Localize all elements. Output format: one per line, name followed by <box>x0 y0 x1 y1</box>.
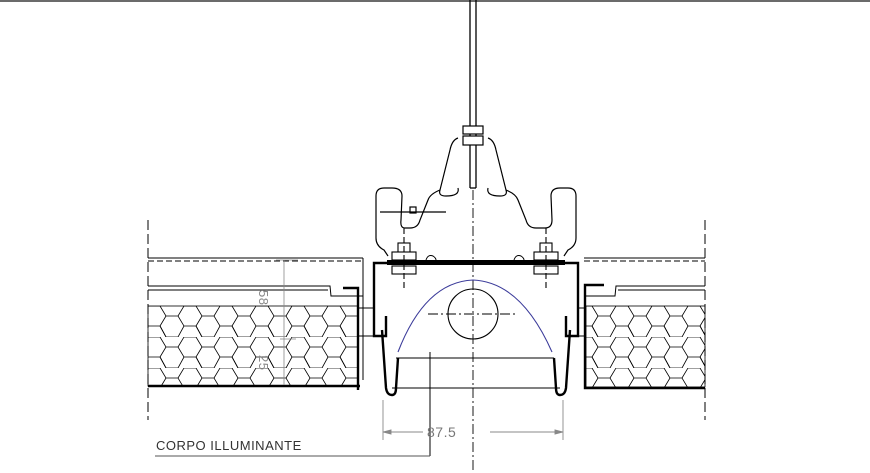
mounting-plate <box>387 260 565 265</box>
horizontal-dimension <box>382 400 564 440</box>
bolt-right <box>533 228 559 290</box>
ceiling-panel-left <box>147 220 374 420</box>
fixture-width-dimension: 87.5 <box>427 424 457 440</box>
reflector-curve <box>397 279 553 353</box>
leader-line <box>155 352 431 457</box>
threaded-rod <box>462 0 484 189</box>
panel-dimension-lower: 25 <box>256 355 271 371</box>
hanger-bracket <box>375 137 577 257</box>
bolt-left <box>391 228 417 290</box>
ceiling-panel-right <box>578 220 706 420</box>
light-body-label: CORPO ILLUMINANTE <box>156 438 302 453</box>
vertical-dimension <box>276 259 298 385</box>
panel-dimension-upper: 58 <box>256 290 271 306</box>
fixture-housing <box>372 261 580 397</box>
